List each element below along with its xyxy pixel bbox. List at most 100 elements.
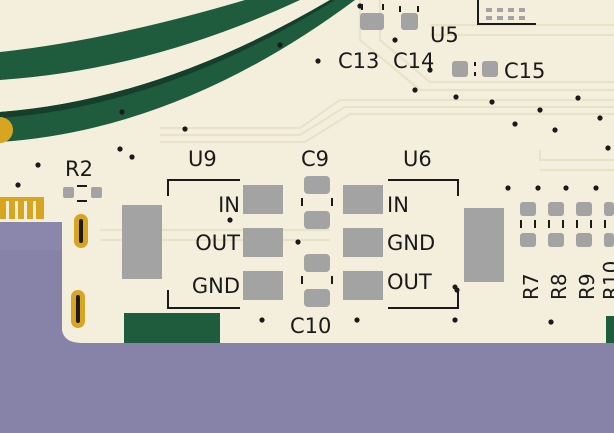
u6-pin1-pad [343, 185, 383, 214]
r8-pad-top [548, 202, 564, 216]
ic-pad [486, 16, 492, 20]
ic-pad [519, 8, 525, 12]
silk-line [548, 220, 564, 228]
c15-pad-right [482, 61, 498, 77]
r8-pad-bottom [548, 233, 564, 247]
c10-pad-top [304, 254, 330, 272]
gap [6, 201, 9, 219]
via [575, 95, 581, 101]
via [315, 58, 321, 64]
via [129, 154, 135, 160]
via [453, 94, 459, 100]
u6-pin2-pad [343, 228, 383, 257]
c14-pad-a [401, 13, 418, 30]
c15-pad-left [452, 61, 468, 77]
ic-pad [486, 8, 492, 12]
via [295, 239, 301, 245]
u9-pin3-pad [243, 271, 283, 300]
label-c10: C10 [290, 314, 331, 338]
gold-via-large [0, 117, 13, 143]
label-r10: R10 [599, 261, 614, 300]
c9-pad-top [304, 176, 330, 194]
c9-silk [301, 198, 333, 206]
label-r2: R2 [65, 157, 93, 181]
via [597, 115, 603, 121]
copper-fill-bottom-left [124, 313, 220, 343]
u9-pin1-pad [243, 185, 283, 214]
r2-pad-left [63, 187, 74, 198]
r9-pad-bottom [576, 233, 592, 247]
via [452, 317, 458, 323]
label-u5: U5 [430, 23, 459, 47]
via [605, 145, 611, 151]
ic-pad [519, 16, 525, 20]
r10-pad-bottom [604, 233, 614, 247]
label-c13: C13 [338, 49, 379, 73]
c10-pad-bottom [304, 289, 330, 307]
via-group [15, 3, 611, 325]
ic-pad [497, 8, 503, 12]
label-c14: C14 [393, 49, 434, 73]
via [354, 317, 360, 323]
via [392, 37, 398, 43]
via [489, 99, 495, 105]
r2-pad-right [91, 187, 102, 198]
gap [15, 201, 18, 219]
gap [33, 201, 36, 219]
via [35, 162, 41, 168]
u9-pin2-label: OUT [195, 231, 240, 255]
label-r9: R9 [575, 273, 599, 300]
via [412, 87, 418, 93]
c13-pad-a [360, 13, 384, 30]
ic-pad [508, 16, 514, 20]
u6-pin3-label: OUT [387, 270, 432, 294]
u6-pin2-label: GND [387, 231, 435, 255]
label-c15: C15 [504, 59, 545, 83]
trace [538, 150, 614, 162]
slot-hole-upper-inner [79, 219, 83, 243]
r7-pad-bottom [520, 233, 536, 247]
c10-silk [301, 276, 333, 284]
via [427, 67, 433, 73]
r10-pad-top [604, 202, 614, 216]
via [119, 109, 125, 115]
r9-pad-top [576, 202, 592, 216]
r7-pad-top [520, 202, 536, 216]
via [593, 185, 599, 191]
copper-fill-bottom-right [606, 316, 614, 343]
ic-pad [508, 8, 514, 12]
via [535, 185, 541, 191]
u9-tab-pad [122, 205, 162, 279]
u9-pin1-label: IN [218, 193, 240, 217]
silk-line [576, 220, 592, 228]
trace [160, 112, 614, 144]
c9-pad-bottom [304, 211, 330, 229]
trace [160, 105, 614, 137]
u6-tab-pad [464, 208, 504, 282]
via [512, 121, 518, 127]
label-u9: U9 [188, 147, 217, 171]
via [227, 217, 233, 223]
u6-outline [388, 179, 459, 309]
ic-pad [497, 16, 503, 20]
via [277, 42, 283, 48]
via [259, 317, 265, 323]
u5-ic-pads [486, 8, 525, 20]
resistor-array-silk [520, 220, 606, 228]
gold-finger-gaps [6, 201, 36, 219]
trace [160, 98, 614, 130]
slot-hole-lower-inner [76, 295, 80, 323]
u6-pin1-label: IN [387, 193, 409, 217]
label-r7: R7 [519, 273, 543, 300]
label-c9: C9 [301, 147, 329, 171]
via [537, 107, 543, 113]
r2-silk [77, 185, 87, 202]
u6-pin3-pad [343, 271, 383, 300]
u5-silk-marks [361, 0, 536, 25]
via [182, 126, 188, 132]
u9-outline [167, 179, 240, 309]
via [505, 185, 511, 191]
via [15, 182, 21, 188]
u9-pin3-label: GND [192, 274, 240, 298]
